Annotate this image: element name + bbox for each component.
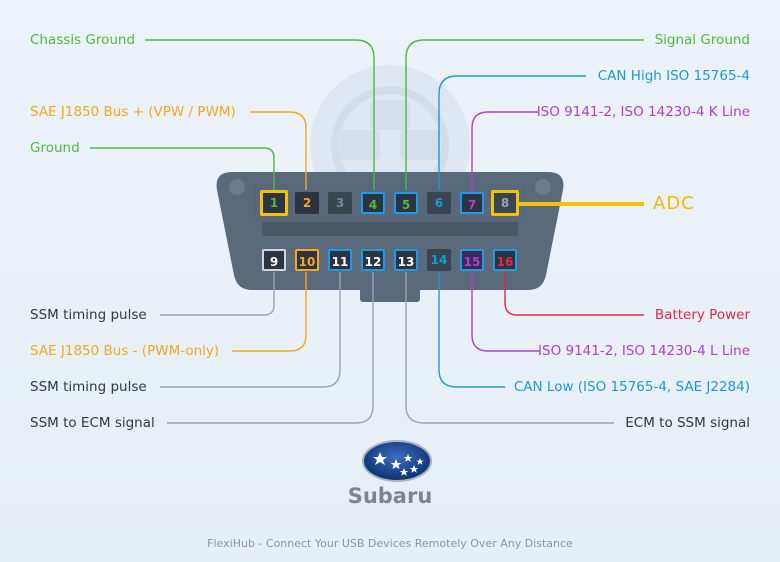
line-battery <box>504 272 644 316</box>
line-chassis-ground <box>145 39 375 190</box>
line-sae-plus <box>250 111 307 190</box>
line-ssm-timing-2 <box>160 272 341 388</box>
label-ecm-to-ssm: ECM to SSM signal <box>625 415 750 431</box>
label-l-line: ISO 9141-2, ISO 14230-4 L Line <box>538 343 750 359</box>
pin-9: 9 <box>262 249 286 271</box>
pin-3: 3 <box>328 192 352 214</box>
pin-5: 5 <box>394 192 418 214</box>
label-ground: Ground <box>30 140 80 156</box>
pin-12: 12 <box>361 249 385 271</box>
line-sae-minus <box>232 272 307 352</box>
pin-13: 13 <box>394 249 418 271</box>
line-can-high <box>438 75 586 190</box>
pin-2: 2 <box>295 192 319 214</box>
pin-15: 15 <box>460 249 484 271</box>
line-ssm-timing-1 <box>160 272 275 316</box>
pin-14: 14 <box>427 249 451 271</box>
label-ssm-timing-pulse-1: SSM timing pulse <box>30 307 147 323</box>
pin-10: 10 <box>295 249 319 271</box>
label-can-high: CAN High ISO 15765-4 <box>597 68 750 84</box>
footer-text: FlexiHub - Connect Your USB Devices Remo… <box>207 537 573 550</box>
pin-16: 16 <box>493 249 517 271</box>
line-can-low <box>438 272 505 388</box>
line-ssm-ecm <box>167 272 374 424</box>
label-adc: ADC <box>653 193 695 214</box>
label-battery-power: Battery Power <box>654 307 750 323</box>
pin-4: 4 <box>361 192 385 214</box>
line-ground <box>90 147 275 190</box>
label-sae-bus-minus: SAE J1850 Bus - (PWM-only) <box>30 343 220 359</box>
pin-8: 8 <box>491 190 519 216</box>
label-can-low: CAN Low (ISO 15765-4, SAE J2284) <box>513 379 750 395</box>
label-ssm-timing-pulse-2: SSM timing pulse <box>30 379 147 395</box>
pin-1: 1 <box>260 190 288 216</box>
label-k-line: ISO 9141-2, ISO 14230-4 K Line <box>536 104 750 120</box>
label-signal-ground: Signal Ground <box>654 32 750 48</box>
label-chassis-ground: Chassis Ground <box>30 32 136 48</box>
line-ecm-ssm <box>405 272 614 424</box>
label-ssm-to-ecm: SSM to ECM signal <box>30 415 155 431</box>
pin-7: 7 <box>460 192 484 214</box>
label-sae-bus-plus: SAE J1850 Bus + (VPW / PWM) <box>30 104 236 120</box>
pin-6: 6 <box>427 192 451 214</box>
line-k-line <box>471 111 538 190</box>
line-signal-ground <box>405 39 644 190</box>
pin-11: 11 <box>328 249 352 271</box>
line-l-line <box>471 272 540 352</box>
brand-name: Subaru <box>347 484 433 508</box>
